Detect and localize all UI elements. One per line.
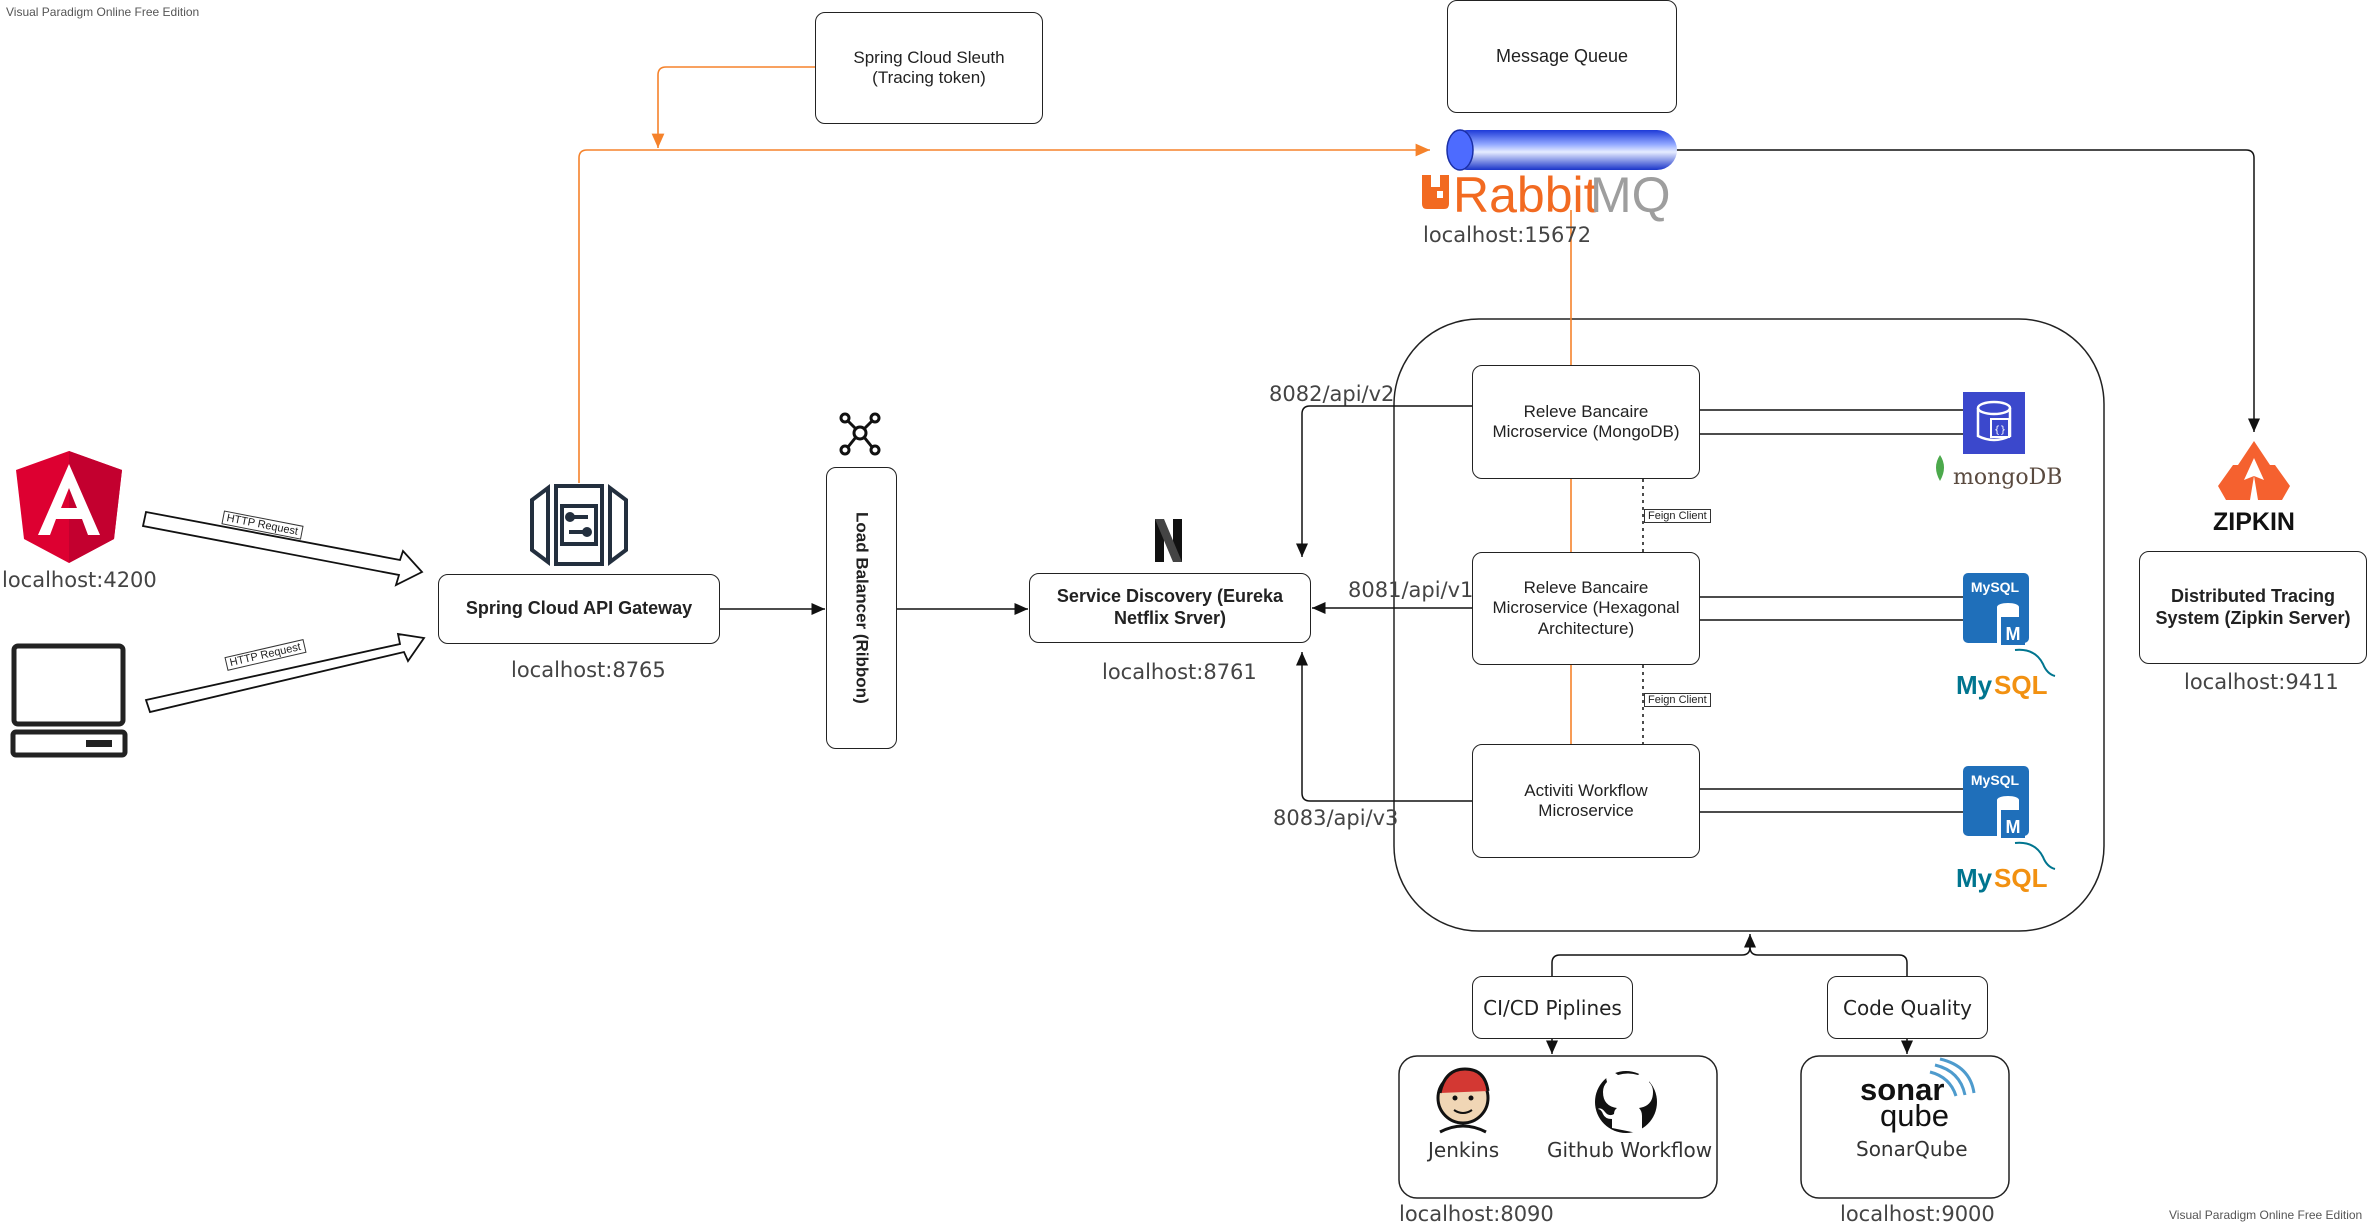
svg-text:MySQL: MySQL: [1971, 579, 2020, 595]
releve-hexagonal-box[interactable]: Releve Bancaire Microservice (Hexagonal …: [1472, 552, 1700, 665]
http-arrows: [141, 510, 426, 714]
svg-text:M: M: [2006, 624, 2021, 644]
watermark-bottom: Visual Paradigm Online Free Edition: [2169, 1208, 2363, 1222]
angular-icon: [16, 451, 122, 563]
api-v1-label: 8081/api/v1: [1348, 578, 1474, 602]
rabbit-port-label: localhost:15672: [1423, 223, 1592, 247]
rabbit-text-b: MQ: [1590, 167, 1671, 223]
service-discovery-box[interactable]: Service Discovery (Eureka Netflix Srver): [1029, 573, 1311, 643]
svg-text:SQL: SQL: [1994, 863, 2048, 893]
jenkins-label: Jenkins: [1428, 1138, 1500, 1162]
jenkins-logo: [1436, 1067, 1490, 1134]
tracing-lines: [578, 66, 1572, 744]
netflix-icon: [1155, 519, 1182, 562]
message-queue-box[interactable]: Message Queue: [1447, 0, 1677, 113]
api-gateway-box[interactable]: Spring Cloud API Gateway: [438, 574, 720, 644]
feign-client-tag-2: Feign Client: [1644, 693, 1711, 707]
api-v3-label: 8083/api/v3: [1273, 806, 1399, 830]
svg-text:MySQL: MySQL: [1971, 772, 2020, 788]
cicd-box[interactable]: CI/CD Piplines: [1472, 976, 1633, 1039]
sonarqube-label: SonarQube: [1856, 1137, 1968, 1161]
api-v2-label: 8082/api/v2: [1269, 382, 1395, 406]
zipkin-logo: ZIPKIN: [2213, 441, 2295, 536]
cicd-port-label: localhost:8090: [1399, 1202, 1554, 1226]
zipkin-server-box[interactable]: Distributed Tracing System (Zipkin Serve…: [2139, 551, 2367, 664]
gateway-port-label: localhost:8765: [511, 658, 666, 682]
svg-text:SQL: SQL: [1994, 670, 2048, 700]
services-container: [1393, 318, 2105, 932]
rabbitmq-logo: Rabbit MQ: [1422, 167, 1671, 223]
rabbitmq-tube: [1446, 129, 1677, 171]
rabbit-text-a: Rabbit: [1453, 167, 1598, 223]
zipkin-text: ZIPKIN: [2213, 508, 2295, 536]
svg-text:sonar: sonar: [1860, 1072, 1944, 1107]
load-balancer-icon: [839, 412, 881, 456]
svg-text:My: My: [1956, 670, 1993, 700]
svg-text:My: My: [1956, 863, 1993, 893]
svg-text:M: M: [2006, 817, 2021, 837]
github-icon: [1595, 1071, 1657, 1134]
github-label: Github Workflow: [1547, 1138, 1713, 1162]
discovery-port-label: localhost:8761: [1102, 660, 1257, 684]
api-gateway-icon: [530, 484, 628, 566]
mysql-logo-1: MySQL M My SQL: [1956, 573, 2056, 700]
computer-icon: [10, 643, 128, 758]
load-balancer-box[interactable]: Load Balancer (Ribbon): [826, 467, 897, 749]
feign-client-tag-1: Feign Client: [1644, 509, 1711, 523]
connectors: [720, 149, 2260, 1054]
sleuth-box[interactable]: Spring Cloud Sleuth (Tracing token): [815, 12, 1043, 124]
code-quality-box[interactable]: Code Quality: [1827, 976, 1988, 1039]
watermark-top: Visual Paradigm Online Free Edition: [6, 5, 200, 19]
zipkin-port-label: localhost:9411: [2184, 670, 2339, 694]
activiti-box[interactable]: Activiti Workflow Microservice: [1472, 744, 1700, 858]
sonarqube-logo: sonar qube: [1860, 1057, 1976, 1133]
svg-text:{}: {}: [1994, 425, 2006, 436]
sonar-port-label: localhost:9000: [1840, 1202, 1995, 1226]
svg-text:qube: qube: [1880, 1098, 1949, 1133]
mysql-logo-2: MySQL M My SQL: [1956, 766, 2056, 893]
releve-mongo-box[interactable]: Releve Bancaire Microservice (MongoDB): [1472, 365, 1700, 479]
mongodb-text: mongoDB: [1953, 465, 2062, 490]
sonar-box: [1800, 1055, 2010, 1199]
mongodb-logo: {} mongoDB: [1936, 392, 2062, 490]
angular-port-label: localhost:4200: [2, 568, 157, 592]
